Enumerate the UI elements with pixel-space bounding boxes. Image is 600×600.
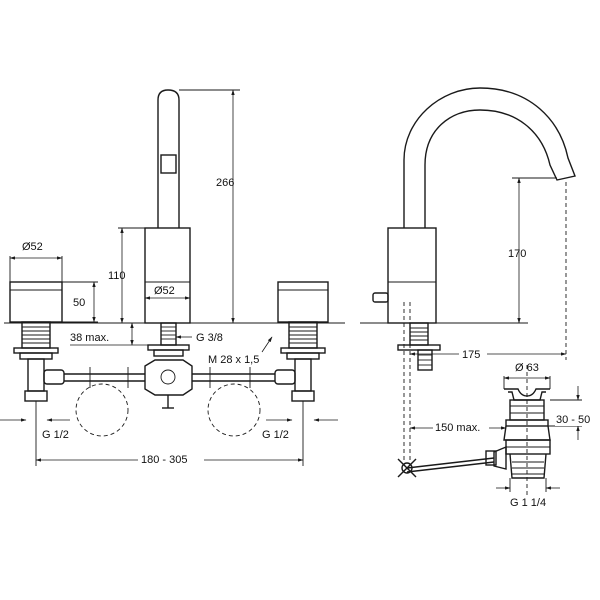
rod-cross-knob <box>397 458 417 478</box>
label-waste-diameter: Ø 63 <box>515 362 539 374</box>
label-spacing: 180 - 305 <box>141 454 187 466</box>
label-thread-mount: M 28 x 1,5 <box>208 354 259 366</box>
dim-projection: 175 <box>409 347 567 361</box>
handle-knob-right <box>277 281 329 360</box>
label-projection: 175 <box>462 349 480 361</box>
label-height-body: 110 <box>108 270 126 282</box>
dim-thread-spout: G 3/8 <box>175 332 223 344</box>
label-inlet-left: G 1/2 <box>42 429 69 441</box>
dim-inlet-left: G 1/2 <box>0 418 70 441</box>
dim-height-body: 110 <box>108 227 145 324</box>
dim-waste-height: 30 - 50 <box>548 386 599 440</box>
side-view: 170 175 Ø 63 30 - 50 <box>360 87 599 509</box>
popup-knob <box>372 292 389 303</box>
dim-lever-max: 150 max. <box>409 420 507 434</box>
front-view: Ø52 50 110 266 Ø52 <box>0 89 345 466</box>
service-loop-left <box>75 383 129 437</box>
dim-waste-thread: G 1 1/4 <box>496 478 560 509</box>
label-outlet-height: 170 <box>508 248 526 260</box>
dim-height-total: 266 <box>179 89 240 324</box>
dim-inlet-right: G 1/2 <box>262 418 338 441</box>
dim-diameter-knob: Ø52 <box>9 241 63 282</box>
dim-shank-max: 38 max. <box>70 322 161 346</box>
dim-outlet-height: 170 <box>436 177 557 324</box>
dim-diameter-body: Ø52 <box>144 284 191 300</box>
label-height-knob: 50 <box>73 297 85 309</box>
label-height-total: 266 <box>216 177 234 189</box>
label-diameter-knob: Ø52 <box>22 241 43 253</box>
popup-rod <box>403 302 495 473</box>
side-body <box>387 227 437 324</box>
label-thread-spout: G 3/8 <box>196 332 223 344</box>
label-inlet-right: G 1/2 <box>262 429 289 441</box>
dim-height-knob: 50 <box>62 281 98 323</box>
pipe-assembly <box>24 358 315 412</box>
service-loop-right <box>207 383 261 437</box>
label-waste-height: 30 - 50 <box>556 414 590 426</box>
spout-shank <box>147 322 190 357</box>
label-lever-max: 150 max. <box>435 422 480 434</box>
spout-tube <box>157 89 180 228</box>
handle-knob-left <box>9 281 63 360</box>
label-diameter-body: Ø52 <box>154 285 175 297</box>
label-waste-thread: G 1 1/4 <box>510 497 546 509</box>
waste-assembly <box>485 388 551 479</box>
gooseneck-spout <box>403 87 576 228</box>
dim-thread-mount: M 28 x 1,5 <box>208 336 273 366</box>
dim-spacing: 180 - 305 <box>35 412 304 466</box>
label-shank-max: 38 max. <box>70 332 109 344</box>
spout-body <box>144 227 191 324</box>
dim-waste-diameter: Ø 63 <box>503 362 551 389</box>
